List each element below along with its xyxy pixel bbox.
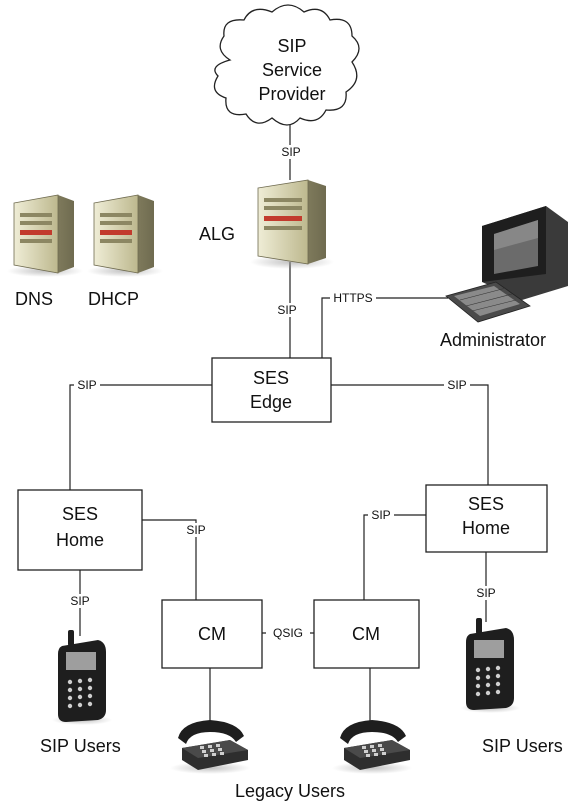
sip-phone-right-icon xyxy=(460,618,520,713)
link-label-home-right-phone: SIP xyxy=(476,586,495,600)
legacy-users-label: Legacy Users xyxy=(235,781,345,801)
cloud-line2: Service xyxy=(262,60,322,80)
ses-edge-line1: SES xyxy=(253,368,289,388)
link-label-edge-left: SIP xyxy=(77,378,96,392)
sip-users-left-label: SIP Users xyxy=(40,736,121,756)
cloud-shape xyxy=(213,4,360,126)
dns-server-icon xyxy=(7,194,83,277)
link-label-alg-edge: SIP xyxy=(277,303,296,317)
link-label-edge-right: SIP xyxy=(447,378,466,392)
link-home-right-cm xyxy=(363,514,426,600)
legacy-phone-right-icon xyxy=(332,720,412,774)
link-labels: SIP SIP HTTPS SIP SIP SIP SIP SIP SIP QS… xyxy=(67,145,499,640)
cm-right-box: CM xyxy=(313,599,420,669)
link-label-home-right-cm: SIP xyxy=(371,508,390,522)
connectors xyxy=(69,122,489,725)
ses-home-right-line1: SES xyxy=(468,494,504,514)
link-label-cm-cm: QSIG xyxy=(273,626,303,640)
cm-right-label: CM xyxy=(352,624,380,644)
cm-left-label: CM xyxy=(198,624,226,644)
ses-home-left-line1: SES xyxy=(62,504,98,524)
sip-provider-cloud: SIP Service Provider xyxy=(213,4,360,126)
legacy-phone-left-icon xyxy=(170,720,250,774)
cloud-line1: SIP xyxy=(277,36,306,56)
dhcp-label: DHCP xyxy=(88,289,139,309)
link-label-home-left-phone: SIP xyxy=(70,594,89,608)
administrator-label: Administrator xyxy=(440,330,546,350)
link-edge-home-left xyxy=(69,384,212,490)
alg-label: ALG xyxy=(199,224,235,244)
cm-left-box: CM xyxy=(161,599,263,669)
ses-home-right-box: SES Home xyxy=(425,484,548,553)
administrator-computer-icon xyxy=(445,206,568,323)
ses-home-left-line2: Home xyxy=(56,530,104,550)
link-edge-admin xyxy=(321,297,448,358)
link-label-edge-admin: HTTPS xyxy=(333,291,372,305)
ses-home-left-box: SES Home xyxy=(17,489,143,571)
sip-phone-left-icon xyxy=(52,630,112,725)
ses-edge-line2: Edge xyxy=(250,392,292,412)
cloud-line3: Provider xyxy=(258,84,325,104)
ses-edge-box: SES Edge xyxy=(211,357,332,423)
ses-home-right-line2: Home xyxy=(462,518,510,538)
link-label-cloud-alg: SIP xyxy=(281,145,300,159)
alg-server-icon xyxy=(250,179,334,269)
link-label-home-left-cm: SIP xyxy=(186,523,205,537)
link-home-left-cm xyxy=(142,519,197,600)
dhcp-server-icon xyxy=(87,194,163,277)
link-edge-home-right xyxy=(331,384,489,485)
dns-label: DNS xyxy=(15,289,53,309)
sip-users-right-label: SIP Users xyxy=(482,736,563,756)
